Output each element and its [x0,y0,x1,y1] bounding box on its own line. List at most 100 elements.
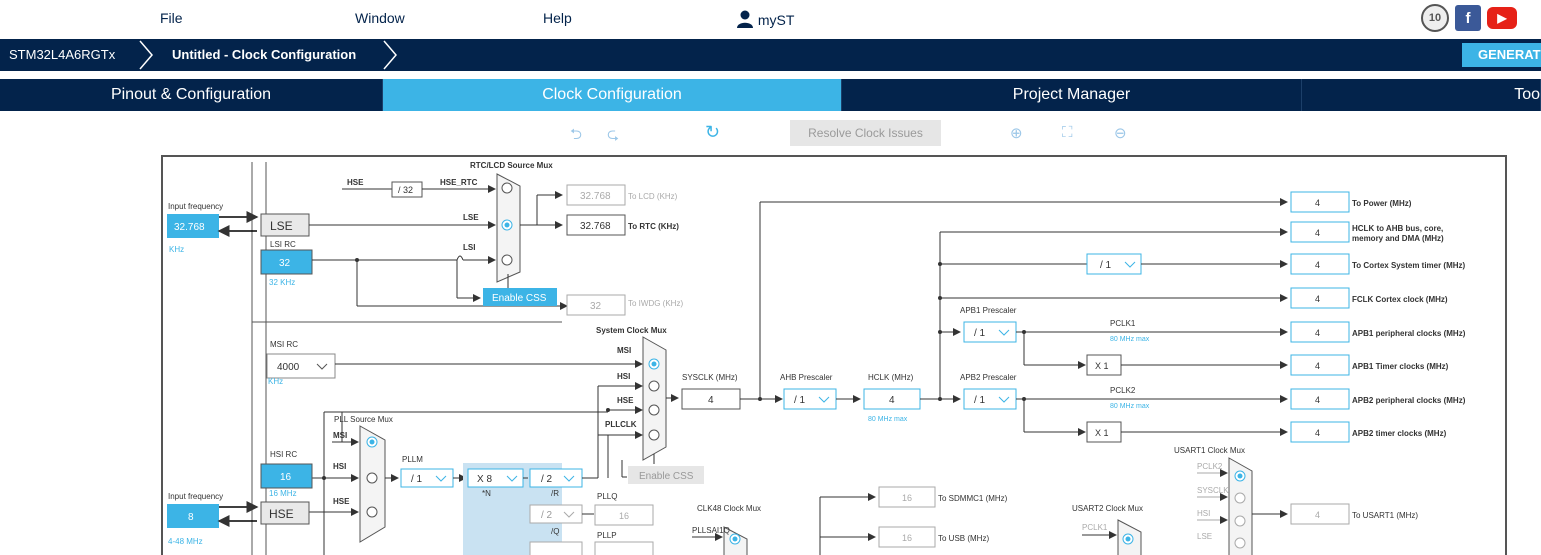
sys-hse-label: HSE [617,396,634,405]
rtc-mux-title: RTC/LCD Source Mux [470,161,553,170]
fit-screen-icon[interactable]: ⛶ [1062,124,1073,141]
usart1-mux-title: USART1 Clock Mux [1174,446,1245,455]
lse-frequency-input[interactable] [167,214,219,238]
lsi-unit: 32 KHz [269,278,295,287]
pllm-label: PLLM [402,455,423,464]
lse-unit: KHz [169,245,184,254]
zoom-in-icon[interactable]: ⊕ [1010,125,1023,142]
apb1-prescaler-select[interactable] [963,321,1017,343]
output-apb1-peripheral-value: 4 [1315,328,1320,338]
msi-range-select[interactable] [266,353,336,379]
breadcrumb-device[interactable]: STM32L4A6RGTx [9,47,116,62]
output-fclk: 4 FCLK Cortex clock (MHz) [1290,287,1448,309]
social-links: 10 f ▶ [1421,3,1517,33]
main-tabs: Pinout & Configuration Clock Configurati… [0,79,1541,111]
sdmmc-frequency-box [878,486,936,508]
enable-css-lse-label: Enable CSS [492,293,547,304]
breadcrumb-project[interactable]: Untitled - Clock Configuration [172,47,357,62]
pll-q-value: / 2 [541,510,553,521]
youtube-icon[interactable]: ▶ [1487,7,1517,29]
output-apb2-timer-value: 4 [1315,428,1320,438]
output-apb2-peripheral: 4 APB2 peripheral clocks (MHz) [1290,388,1466,410]
output-apb1-peripheral: 4 APB1 peripheral clocks (MHz) [1290,321,1466,343]
chevron-down-icon [818,396,830,403]
resolve-clock-issues-button[interactable]: Resolve Clock Issues [790,120,941,146]
hse-block[interactable] [260,501,310,525]
refresh-icon[interactable]: ↻ [705,122,721,142]
lsi-value: 32 [279,258,291,269]
output-power-label: To Power (MHz) [1352,199,1412,208]
clock-toolbar: ⮌ ⮎ ↻ Resolve Clock Issues ⊕ ⛶ ⊖ [0,120,1541,148]
generate-code-button[interactable]: GENERAT [1462,43,1541,67]
ahb-prescaler-select[interactable] [783,388,837,410]
apb1-timer-multiplier-value: X 1 [1095,361,1109,371]
facebook-icon[interactable]: f [1455,5,1481,31]
pllp-label: PLLP [597,531,617,540]
tab-pinout[interactable]: Pinout & Configuration [0,79,383,111]
rtc-mux-option-lsi[interactable] [501,254,513,266]
hsi-rc-block [260,463,313,489]
usart1-option-sysclk[interactable] [1234,492,1246,504]
rtc-lse-label: LSE [463,213,479,222]
pll-r-label: /R [551,489,559,498]
pll-p-select[interactable] [529,541,583,555]
zoom-out-icon[interactable]: ⊖ [1114,125,1127,142]
hse-rtc-label: HSE_RTC [440,178,478,187]
myst-label: myST [757,12,795,28]
tab-project-manager[interactable]: Project Manager [842,79,1302,111]
to-lcd-label: To LCD (KHz) [628,192,678,201]
usart1-option-hsi[interactable] [1234,515,1246,527]
hse-div32: / 32 [398,185,413,195]
output-cortex-timer-value: 4 [1315,260,1320,270]
to-iwdg-label: To IWDG (KHz) [628,299,683,308]
output-cortex-timer: 4 To Cortex System timer (MHz) [1290,253,1466,275]
pll-source-option-hse[interactable] [366,506,378,518]
enable-css-lse-button[interactable] [483,288,557,306]
lcd-frequency-box [566,184,626,206]
apb2-timer-multiplier-value: X 1 [1095,428,1109,438]
hclk-max: 80 MHz max [868,416,908,423]
pll-r-select[interactable] [529,468,583,488]
usart1-mux [1228,457,1253,555]
output-apb1-timer-value: 4 [1315,361,1320,371]
pllq-box [594,504,654,526]
output-apb2-timer: 4 APB2 timer clocks (MHz) [1290,421,1447,443]
menu-help[interactable]: Help [543,10,572,26]
usb-frequency-value: 16 [902,533,912,543]
redo-icon[interactable]: ⮎ [607,126,620,143]
hsi-unit: 16 MHz [269,489,297,498]
pll-q-select[interactable] [529,504,583,524]
lcd-frequency-value: 32.768 [580,191,611,202]
output-hclk-label: HCLK to AHB bus, core, [1352,224,1443,233]
tab-clock-configuration[interactable]: Clock Configuration [383,79,842,111]
hclk-value: 4 [889,395,895,406]
clock-tree-diagram: Input frequency 32.768 KHz LSE LSI RC 32… [167,161,1466,555]
rtc-mux-option-hse[interactable] [501,182,513,194]
sysclk-option-hse[interactable] [648,404,660,416]
sysclk-option-pllclk[interactable] [648,429,660,441]
rtc-hse-label: HSE [347,178,364,187]
chevron-down-icon [506,475,518,482]
apb2-prescaler-value: / 1 [974,395,986,406]
sysclk-option-hsi[interactable] [648,380,660,392]
tab-tools[interactable]: Too [1302,79,1541,111]
enable-css-hse-button[interactable] [628,466,704,484]
10-years-icon[interactable]: 10 [1421,4,1449,32]
hse-frequency-input[interactable] [167,504,219,528]
msi-rc-label: MSI RC [270,340,298,349]
menu-window[interactable]: Window [355,10,405,26]
apb2-prescaler-select[interactable] [963,388,1017,410]
menu-file[interactable]: File [160,10,183,26]
usart1-option-lse[interactable] [1234,537,1246,549]
usart1-pclk2-label: PCLK2 [1197,462,1223,471]
pll-r-value: / 2 [541,474,553,485]
pllm-select[interactable] [400,468,454,488]
hsi-rc-label: HSI RC [270,450,297,459]
pll-hsi-label: HSI [333,462,346,471]
undo-icon[interactable]: ⮌ [570,126,583,143]
menu-myst[interactable]: myST [736,10,794,28]
pll-source-option-hsi[interactable] [366,472,378,484]
output-apb2-timer-label: APB2 timer clocks (MHz) [1352,429,1447,438]
rtc-lsi-label: LSI [463,243,475,252]
msi-unit: KHz [268,377,283,386]
